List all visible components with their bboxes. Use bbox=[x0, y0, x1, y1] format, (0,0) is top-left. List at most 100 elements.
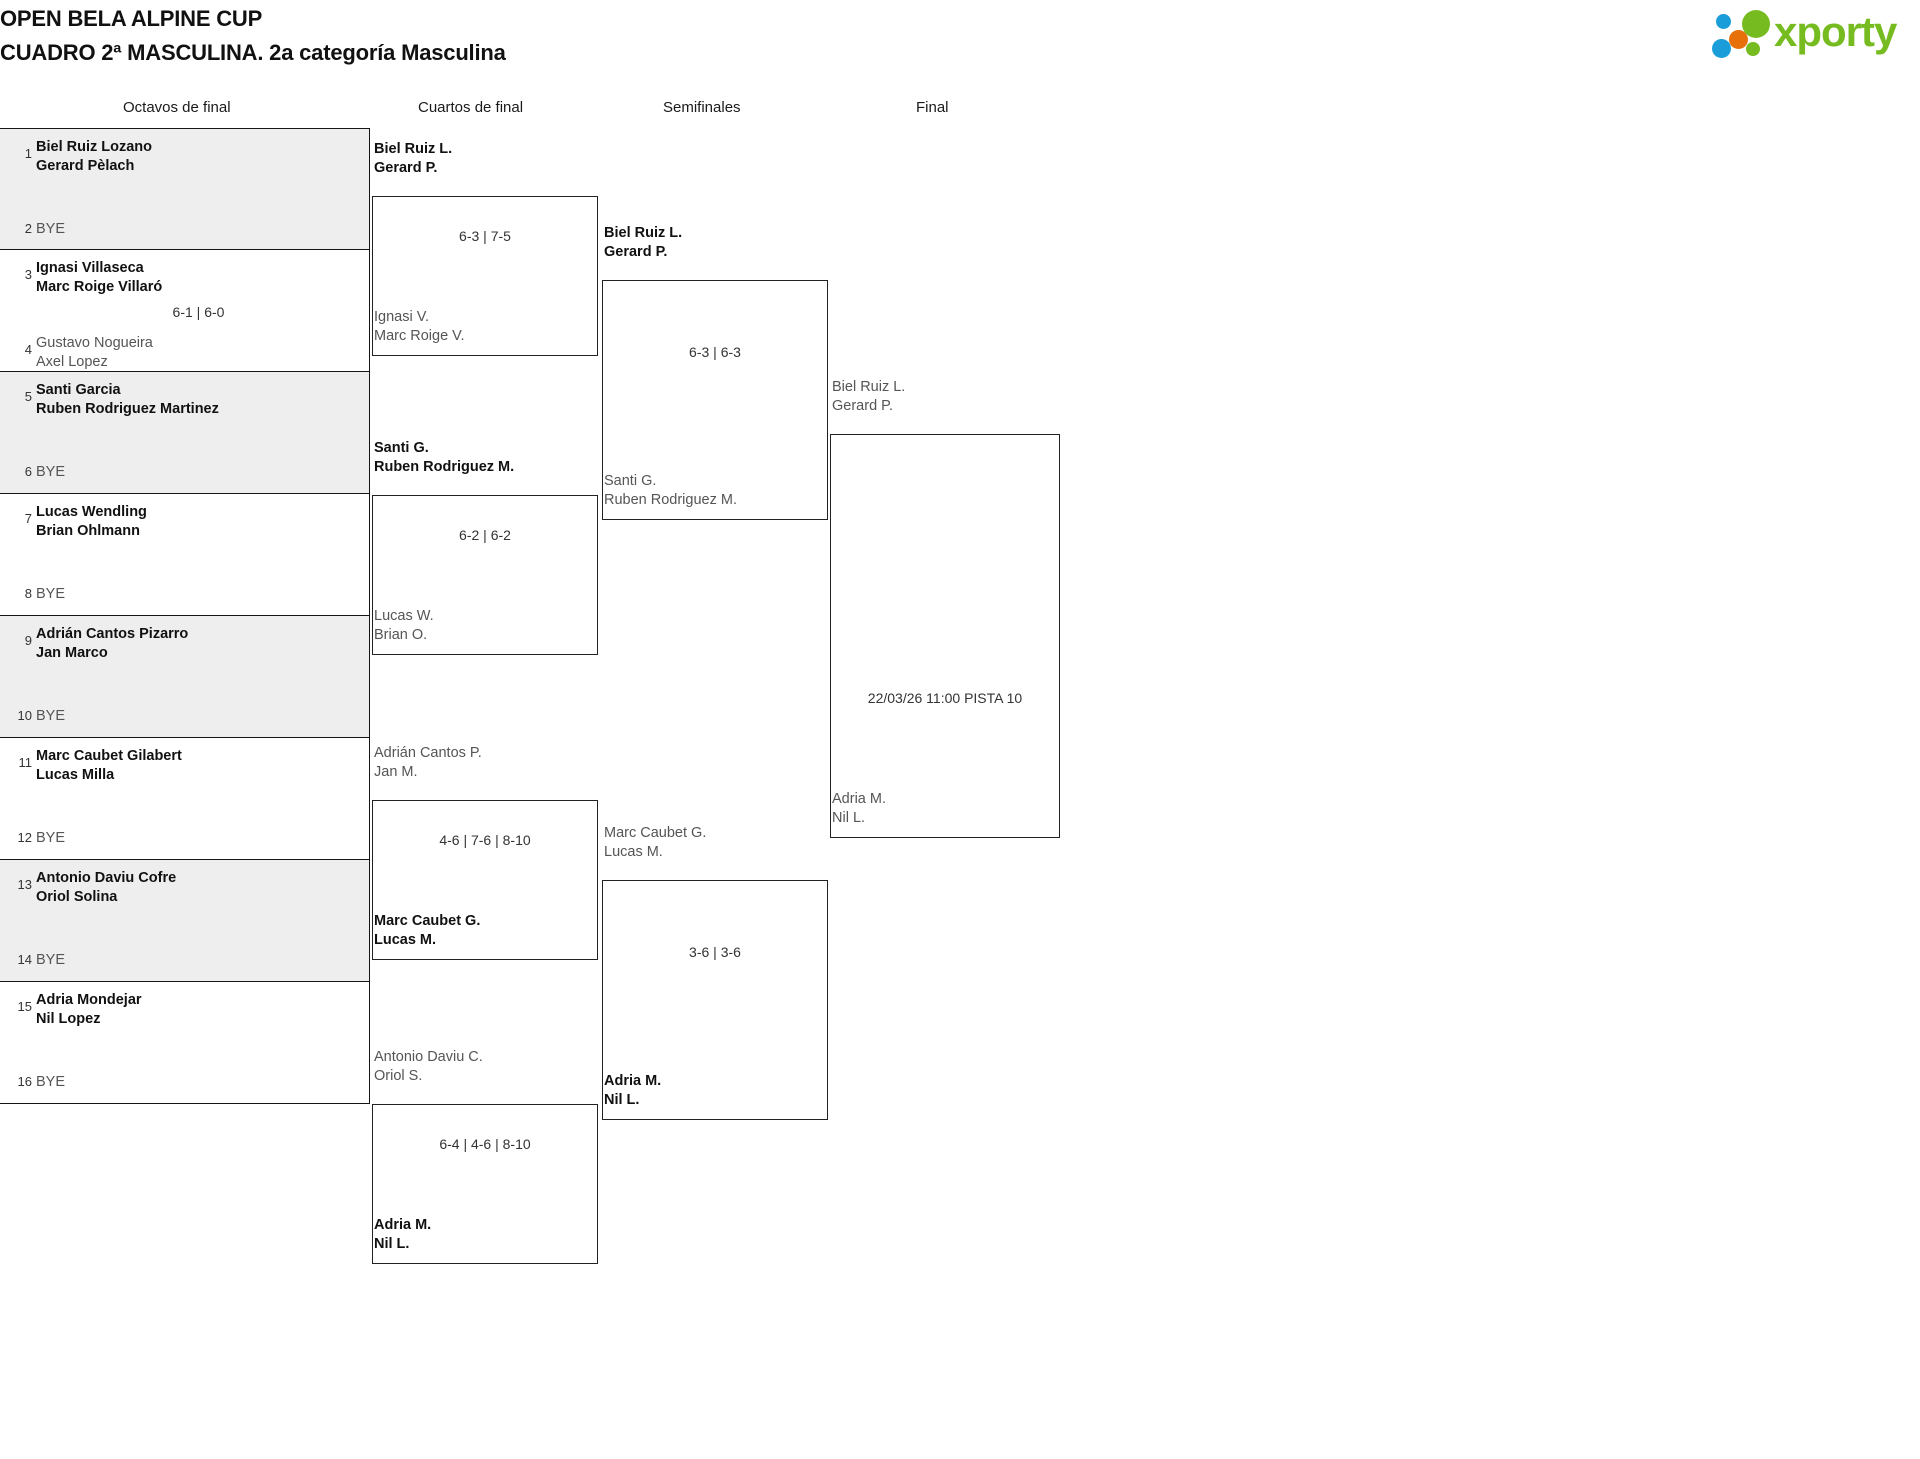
cuartos-score: 6-3 | 7-5 bbox=[459, 228, 511, 244]
player-name: Lucas Wendling bbox=[36, 504, 147, 520]
final-team-top[interactable]: Biel Ruiz L. Gerard P. bbox=[832, 378, 905, 415]
player-name: Antonio Daviu C. bbox=[374, 1049, 483, 1065]
semifinal-team-bottom[interactable]: Adria M.Nil L. bbox=[604, 1072, 661, 1109]
player-name: Marc Roige V. bbox=[374, 327, 465, 344]
seed-number: 11 bbox=[18, 755, 33, 770]
player-name: Gerard P. bbox=[832, 397, 893, 414]
final-match-box bbox=[830, 434, 1060, 838]
player-name: Marc Caubet Gilabert bbox=[36, 748, 182, 764]
player-name: Santi G. bbox=[604, 473, 657, 489]
cuartos-score: 4-6 | 7-6 | 8-10 bbox=[439, 832, 531, 848]
logo-dot-green-large-icon bbox=[1742, 10, 1770, 38]
player-name: Marc Caubet G. bbox=[374, 913, 481, 929]
player-name: Lucas Milla bbox=[36, 766, 115, 783]
player-name: Ignasi V. bbox=[374, 309, 430, 325]
semifinal-score: 6-3 | 6-3 bbox=[689, 344, 741, 360]
cuartos-score: 6-2 | 6-2 bbox=[459, 527, 511, 543]
cuartos-team-top[interactable]: Adrián Cantos P.Jan M. bbox=[374, 744, 482, 781]
player-name: Antonio Daviu Cofre bbox=[36, 870, 177, 886]
player-name: Ruben Rodriguez M. bbox=[604, 491, 737, 508]
semifinal-team-bottom[interactable]: Santi G. Ruben Rodriguez M. bbox=[604, 472, 737, 509]
player-name: Ignasi Villaseca bbox=[36, 260, 144, 276]
seed-number: 6 bbox=[24, 464, 32, 479]
player-name: Lucas M. bbox=[604, 843, 663, 860]
cuartos-team-bottom[interactable]: Marc Caubet G.Lucas M. bbox=[374, 912, 480, 949]
player-name: Brian O. bbox=[374, 626, 428, 643]
player-name: Nil Lopez bbox=[36, 1010, 101, 1027]
player-name: Biel Ruiz Lozano bbox=[36, 139, 152, 155]
bye-label: BYE bbox=[36, 952, 66, 968]
bye-label: BYE bbox=[36, 830, 66, 846]
seed-number: 2 bbox=[24, 221, 32, 236]
round-heading-octavos: Octavos de final bbox=[123, 99, 231, 116]
logo-dots-icon bbox=[1712, 10, 1774, 58]
semifinal-team-top[interactable]: Biel Ruiz L. Gerard P. bbox=[604, 224, 682, 261]
seed-number: 7 bbox=[24, 511, 32, 526]
page-title: OPEN BELA ALPINE CUP CUADRO 2ª MASCULINA… bbox=[0, 2, 1100, 70]
round-heading-cuartos: Cuartos de final bbox=[418, 99, 524, 116]
player-name: Biel Ruiz L. bbox=[832, 379, 906, 395]
player-name: Biel Ruiz L. bbox=[604, 225, 683, 241]
player-name: Brian Ohlmann bbox=[36, 522, 140, 539]
round-heading-final: Final bbox=[916, 99, 949, 116]
player-name: Lucas W. bbox=[374, 608, 434, 624]
cuartos-team-bottom[interactable]: Adria M.Nil L. bbox=[374, 1216, 431, 1253]
seed-number: 5 bbox=[24, 389, 32, 404]
semifinal-team-top[interactable]: Marc Caubet G. Lucas M. bbox=[604, 824, 706, 861]
final-team-bottom[interactable]: Adria M. Nil L. bbox=[832, 790, 886, 827]
bye-label: BYE bbox=[36, 1074, 66, 1090]
cuartos-match-box bbox=[372, 1104, 598, 1264]
player-name: Marc Caubet G. bbox=[604, 825, 707, 841]
seed-number: 3 bbox=[24, 267, 32, 282]
seed-number: 13 bbox=[17, 877, 32, 892]
seed-number: 9 bbox=[24, 633, 32, 648]
player-name: Biel Ruiz L. bbox=[374, 141, 453, 157]
logo-dot-blue-top-icon bbox=[1716, 14, 1731, 29]
cuartos-match-box bbox=[372, 800, 598, 960]
seed-number: 12 bbox=[17, 830, 32, 845]
match-score: 6-1 | 6-0 bbox=[172, 304, 225, 320]
player-name: Gerard P. bbox=[604, 243, 668, 260]
xporty-logo[interactable]: xporty bbox=[1712, 6, 1908, 58]
player-name: Axel Lopez bbox=[36, 353, 108, 370]
player-name: Nil L. bbox=[832, 809, 866, 826]
player-name: Santi G. bbox=[374, 440, 429, 456]
cuartos-team-bottom[interactable]: Ignasi V. Marc Roige V. bbox=[374, 308, 465, 345]
final-match-info: 22/03/26 11:00 PISTA 10 bbox=[867, 690, 1023, 706]
cuartos-team-top[interactable]: Antonio Daviu C.Oriol S. bbox=[374, 1048, 483, 1085]
seed-number: 1 bbox=[24, 146, 32, 161]
cuartos-team-bottom[interactable]: Lucas W. Brian O. bbox=[374, 607, 434, 644]
player-name: Adria M. bbox=[832, 791, 886, 807]
logo-wordmark: xporty bbox=[1774, 8, 1897, 55]
cuartos-team-top[interactable]: Biel Ruiz L.Gerard P. bbox=[374, 140, 452, 177]
cuartos-match-box bbox=[372, 495, 598, 655]
seed-number: 10 bbox=[17, 708, 32, 723]
semifinal-match-box bbox=[602, 280, 828, 520]
round-heading-semifinal: Semifinales bbox=[663, 99, 741, 116]
semifinal-score: 3-6 | 3-6 bbox=[689, 944, 741, 960]
player-name: Adrián Cantos Pizarro bbox=[36, 626, 189, 642]
player-name: Jan Marco bbox=[36, 644, 108, 661]
logo-dot-orange-icon bbox=[1729, 30, 1748, 49]
player-name: Marc Roige Villaró bbox=[36, 278, 163, 295]
player-name: Ruben Rodriguez M. bbox=[374, 458, 515, 475]
cuartos-team-top[interactable]: Santi G. Ruben Rodriguez M. bbox=[374, 439, 514, 476]
player-name: Nil L. bbox=[374, 1235, 410, 1252]
